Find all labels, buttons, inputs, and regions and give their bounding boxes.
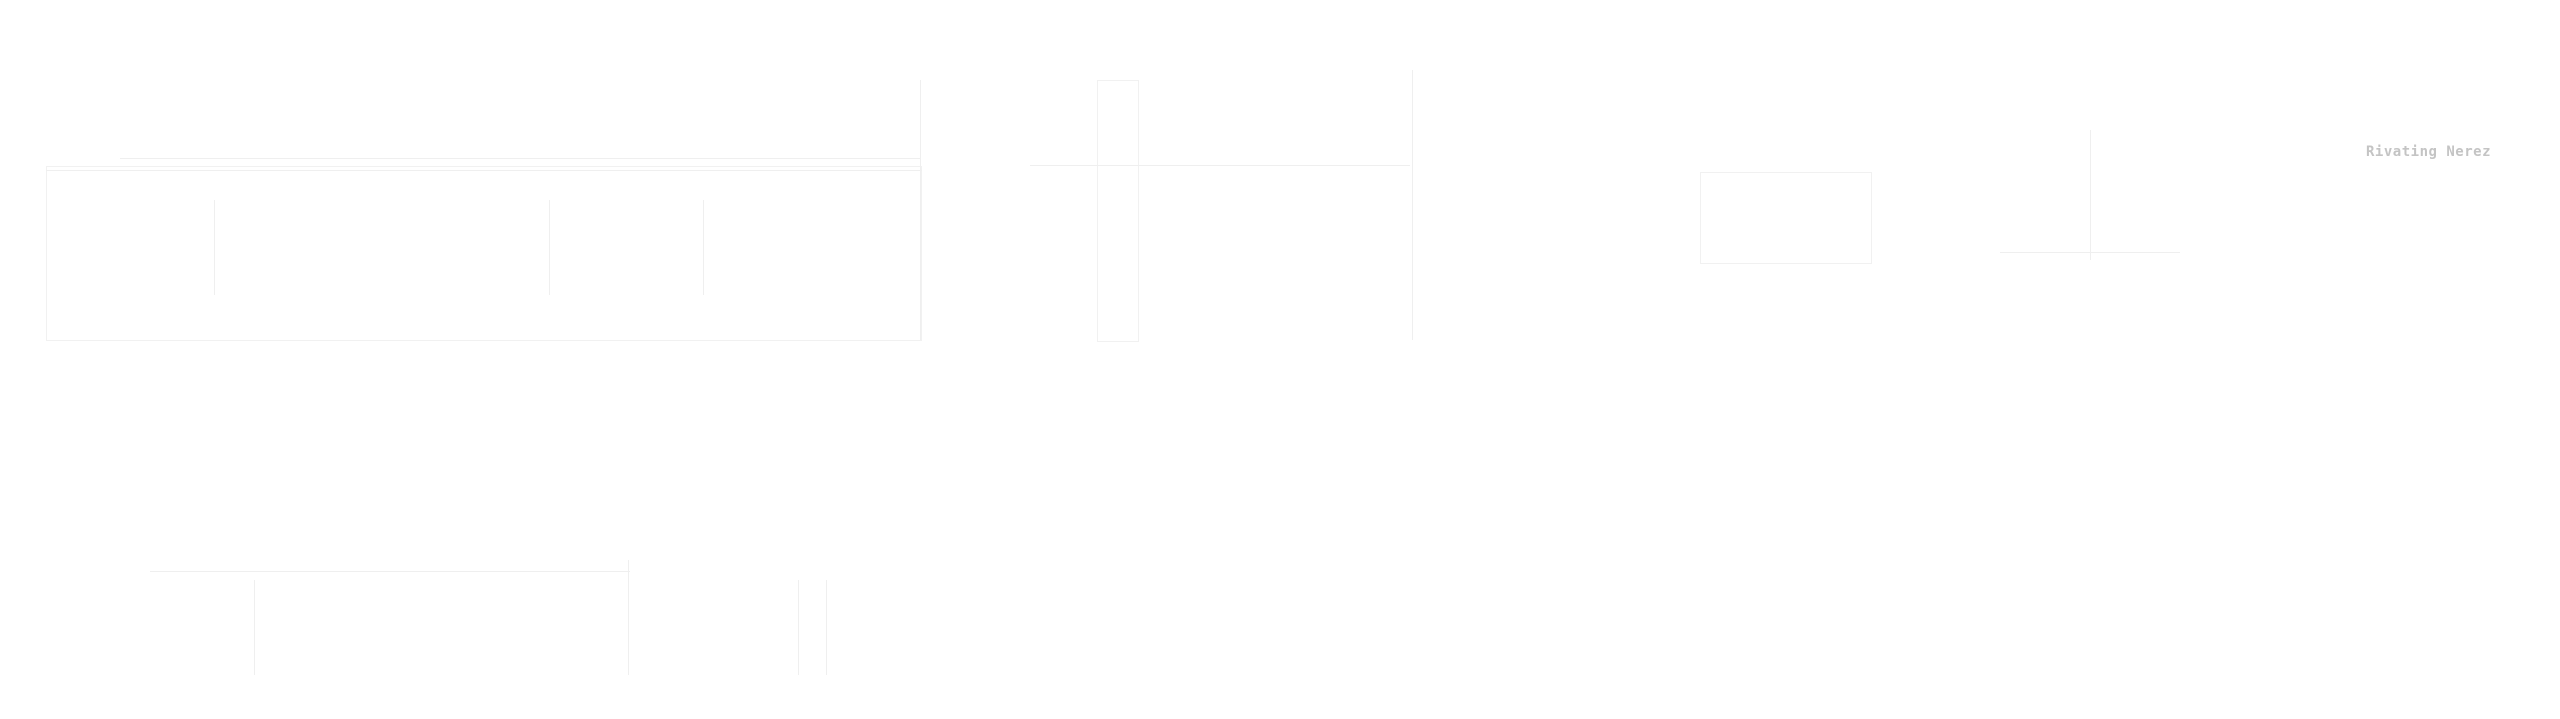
ghost-lower-divider-2 xyxy=(628,560,629,675)
ghost-box-right xyxy=(1700,172,1872,264)
ghost-panel-left xyxy=(46,166,922,341)
ghost-panel-left-right-edge xyxy=(920,80,921,340)
ghost-middle-divider xyxy=(1412,70,1413,340)
ghost-right-divider xyxy=(2090,130,2091,260)
ghost-middle-rule xyxy=(1030,165,1410,166)
ghost-lower-rule xyxy=(150,571,630,572)
ghost-lower-divider-3 xyxy=(798,580,799,675)
ghost-panel-left-header-rule xyxy=(46,170,922,171)
ghost-lower-divider-4 xyxy=(826,580,827,675)
ghost-column-block xyxy=(1097,80,1139,342)
ghost-right-rule xyxy=(2000,252,2180,253)
ghost-lower-divider-1 xyxy=(254,580,255,675)
floating-label: Rivating Nerez xyxy=(2366,144,2492,160)
ghost-panel-left-divider-2 xyxy=(549,200,550,295)
ghost-panel-left-divider-3 xyxy=(703,200,704,295)
ghost-panel-left-divider-1 xyxy=(214,200,215,295)
ghost-panel-left-top-rule xyxy=(120,158,920,159)
